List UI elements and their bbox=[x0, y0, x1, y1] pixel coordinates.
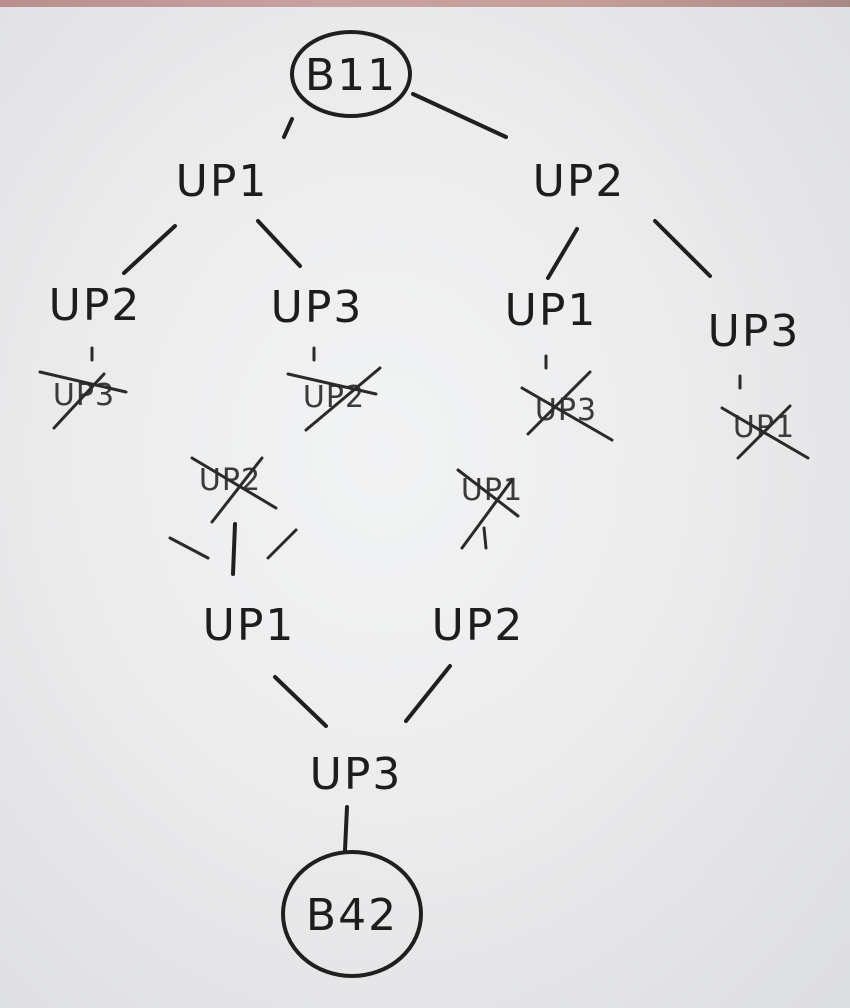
crossed-node-e: UP2 bbox=[190, 456, 278, 524]
cross-stroke-d2 bbox=[736, 404, 792, 460]
edge-root-up2 bbox=[411, 92, 508, 139]
node-l2-c: UP1 bbox=[505, 285, 598, 336]
crossed-node-c: UP3 bbox=[520, 370, 614, 442]
edge-to-up1-mid bbox=[231, 522, 237, 576]
node-l6-up3: UP3 bbox=[310, 749, 403, 800]
goal-node: B42 bbox=[281, 850, 423, 978]
edge-up3-goal bbox=[343, 805, 349, 852]
cross-stroke-b2 bbox=[304, 366, 382, 432]
node-l5-up2: UP2 bbox=[432, 600, 525, 651]
cross-stroke-f1 bbox=[456, 468, 520, 518]
root-node: B11 bbox=[290, 30, 412, 118]
edge-up2-up3 bbox=[653, 219, 712, 278]
edge-up2-up3 bbox=[404, 664, 452, 723]
edge-up1-up3 bbox=[273, 675, 328, 728]
cross-stroke-e2 bbox=[210, 456, 264, 524]
crossed-label-d: UP1 bbox=[733, 410, 795, 445]
node-l1-up2: UP2 bbox=[533, 156, 626, 207]
paper-edge bbox=[0, 0, 850, 7]
crossed-node-f: UP1 bbox=[456, 468, 522, 550]
cross-stroke-f2 bbox=[460, 478, 514, 550]
cross-stroke-a2 bbox=[52, 372, 106, 430]
edge-root-up1 bbox=[282, 117, 294, 139]
goal-node-circle bbox=[281, 850, 423, 978]
crossed-node-d: UP1 bbox=[720, 404, 810, 460]
edge-up2-up1 bbox=[546, 227, 579, 280]
root-node-label: B11 bbox=[305, 50, 397, 101]
node-l5-up1: UP1 bbox=[203, 600, 296, 651]
edge-up1-up2 bbox=[122, 224, 177, 275]
cross-stroke-e1 bbox=[190, 456, 278, 510]
node-l2-b: UP3 bbox=[271, 282, 364, 333]
edge-up1-up3 bbox=[256, 219, 302, 268]
crossed-label-c: UP3 bbox=[535, 393, 597, 428]
root-node-circle bbox=[290, 30, 412, 118]
goal-node-label: B42 bbox=[306, 890, 398, 941]
crossed-node-b: UP2 bbox=[286, 366, 382, 432]
cross-stroke-f3 bbox=[482, 526, 488, 550]
node-l1-up1: UP1 bbox=[176, 156, 269, 207]
node-l2-a: UP2 bbox=[49, 280, 142, 331]
edge-to-up1-left bbox=[168, 536, 210, 560]
crossed-node-a: UP3 bbox=[38, 370, 128, 430]
cross-stroke-a1 bbox=[38, 370, 128, 394]
cross-stroke-c1 bbox=[520, 386, 614, 442]
cross-stroke-b1 bbox=[286, 372, 378, 396]
cross-stroke-c2 bbox=[526, 370, 592, 436]
node-l2-d: UP3 bbox=[708, 306, 801, 357]
edge-to-up1-right bbox=[266, 528, 298, 560]
